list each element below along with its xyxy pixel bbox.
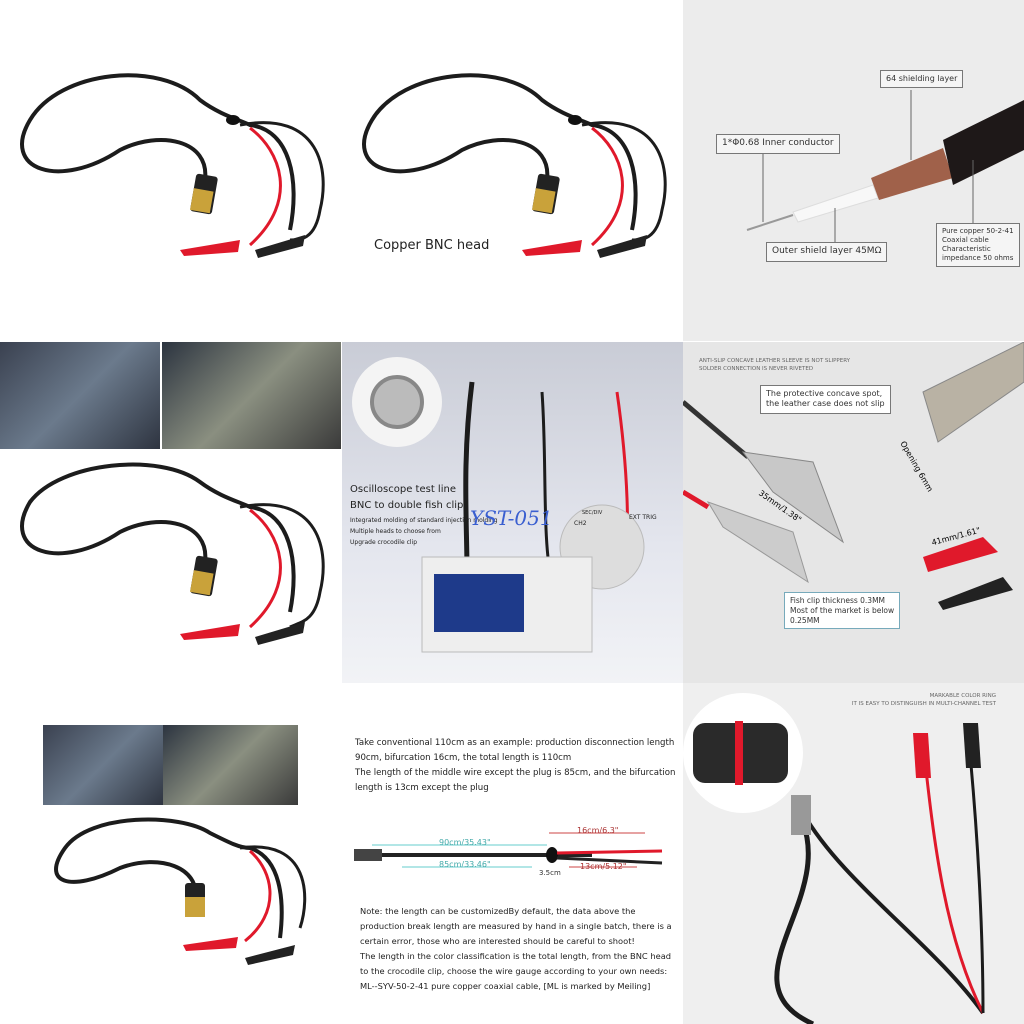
text-line: Note: the length can be customizedBy def…	[360, 906, 636, 916]
text-line: to the crocodile clip, choose the wire g…	[360, 966, 668, 976]
cable-illustration	[362, 73, 667, 258]
callout-line: The protective concave spot,	[766, 389, 883, 398]
cable-illustration	[20, 462, 325, 645]
photo-laptop-repair	[0, 342, 160, 449]
cable-ring-illustration	[683, 693, 985, 1024]
spec-line: Coaxial cable	[942, 236, 989, 245]
cable-structure-diagram: 64 shielding layer 1*Φ0.68 Inner conduct…	[683, 0, 1024, 341]
callout-line: Most of the market is below	[790, 605, 895, 615]
text-line: The length in the color classification i…	[360, 951, 672, 961]
label-spec: Pure copper 50-2-41 Coaxial cable Charac…	[936, 223, 1020, 268]
text-line: Take conventional 110cm as an example: p…	[355, 738, 675, 748]
text-line: 90cm, bifurcation 16cm, the total length…	[355, 753, 572, 763]
dim-85cm: 85cm/33.46"	[439, 860, 491, 869]
text-line: certain error, those who are interested …	[360, 936, 635, 946]
panel-label: SEC/DIV	[582, 510, 603, 516]
top-note: ANTI-SLIP CONCAVE LEATHER SLEEVE IS NOT …	[699, 358, 850, 373]
note-text: Note: the length can be customizedBy def…	[360, 904, 672, 994]
oscilloscope-promo: Oscilloscope test line BNC to double fis…	[342, 342, 683, 683]
dim-16cm: 16cm/6.3"	[577, 826, 619, 835]
callout-concave: The protective concave spot, the leather…	[760, 385, 891, 414]
feature: Integrated molding of standard injection…	[350, 517, 498, 524]
photo-multimeter-repair	[163, 725, 298, 805]
feature: Upgrade crocodile clip	[350, 539, 418, 546]
coax-cable-illustration	[746, 90, 1024, 245]
product-image-bnc-head: Copper BNC head	[342, 0, 683, 341]
note-line: SOLDER CONNECTION IS NEVER RIVETED	[699, 365, 814, 372]
label-shielding: 64 shielding layer	[880, 70, 964, 89]
panel-label: CH2	[574, 520, 587, 527]
label-inner-conductor: 1*Φ0.68 Inner conductor	[716, 134, 840, 154]
length-spec-panel: Take conventional 110cm as an example: p…	[342, 683, 683, 1024]
spec-line: Pure copper 50-2-41	[942, 227, 1014, 235]
clip-detail-diagram: ANTI-SLIP CONCAVE LEATHER SLEEVE IS NOT …	[683, 342, 1024, 683]
spec-line: Characteristic	[942, 245, 991, 254]
dim-13cm: 13cm/5.12"	[580, 862, 627, 871]
callout-thickness: Fish clip thickness 0.3MM Most of the ma…	[784, 592, 901, 630]
text-line: length is 13cm except the plug	[355, 783, 489, 793]
length-diagram	[354, 832, 663, 868]
dim-3-5cm: 3.5cm	[539, 869, 561, 877]
callout-line: the leather case does not slip	[766, 399, 885, 409]
color-ring-panel: MARKABLE COLOR RING IT IS EASY TO DISTIN…	[683, 683, 1024, 1024]
photo-multimeter-repair	[162, 342, 341, 449]
product-image-usage	[0, 342, 341, 683]
cable-illustration	[54, 817, 307, 965]
oscilloscope-illustration	[352, 357, 645, 653]
clip-illustration	[683, 342, 1024, 610]
feature: Multiple heads to choose from	[350, 528, 441, 535]
note-line: IT IS EASY TO DISTINGUISH IN MULTI-CHANN…	[851, 700, 996, 707]
photo-laptop-repair	[43, 725, 163, 805]
product-image-usage-2	[0, 683, 341, 1024]
label-outer-shield: Outer shield layer 45MΩ	[766, 242, 888, 262]
spec-line: impedance 50 ohms	[942, 254, 1014, 263]
callout-line: 0.25MM	[790, 615, 820, 625]
color-ring-note: MARKABLE COLOR RING IT IS EASY TO DISTIN…	[852, 693, 996, 708]
note-line: MARKABLE COLOR RING	[929, 693, 996, 699]
caption: Copper BNC head	[374, 238, 490, 253]
callout-line: Fish clip thickness 0.3MM	[790, 596, 886, 605]
panel-label: EXT TRIG	[629, 514, 657, 521]
cable-illustration	[20, 73, 325, 258]
dim-90cm: 90cm/35.43"	[439, 838, 491, 847]
text-line: ML--SYV-50-2-41 pure copper coaxial cabl…	[360, 981, 651, 991]
text-line: production break length are measured by …	[360, 921, 672, 931]
product-image-cable	[0, 0, 341, 341]
watermark: YST-051	[470, 506, 553, 530]
intro-text: Take conventional 110cm as an example: p…	[355, 736, 675, 796]
promo-subtitle: BNC to double fish clip	[350, 500, 464, 511]
text-line: The length of the middle wire except the…	[355, 768, 676, 778]
note-line: ANTI-SLIP CONCAVE LEATHER SLEEVE IS NOT …	[699, 358, 851, 364]
promo-title: Oscilloscope test line	[350, 484, 456, 495]
